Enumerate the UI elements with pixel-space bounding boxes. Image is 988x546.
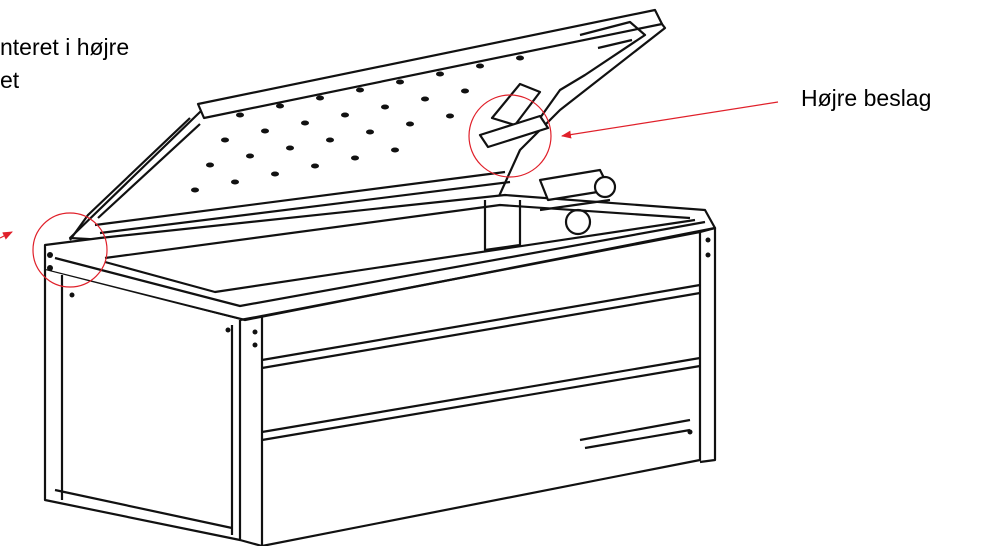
screw-dots [47, 237, 711, 435]
left-hinge-highlight-circle [32, 212, 108, 288]
lid-holes [191, 55, 524, 193]
right-callout-arrow [561, 101, 779, 139]
annotations [0, 94, 779, 288]
lid [68, 8, 667, 242]
left-callout-text-line-1: nteret i højre [0, 34, 130, 60]
left-callout-text-line-2: et [0, 67, 20, 93]
cabinet-body [43, 168, 717, 546]
left-callout-arrow [0, 231, 13, 240]
right-hinge-highlight-circle [468, 94, 552, 178]
right-callout-text: Højre beslag [801, 85, 932, 111]
